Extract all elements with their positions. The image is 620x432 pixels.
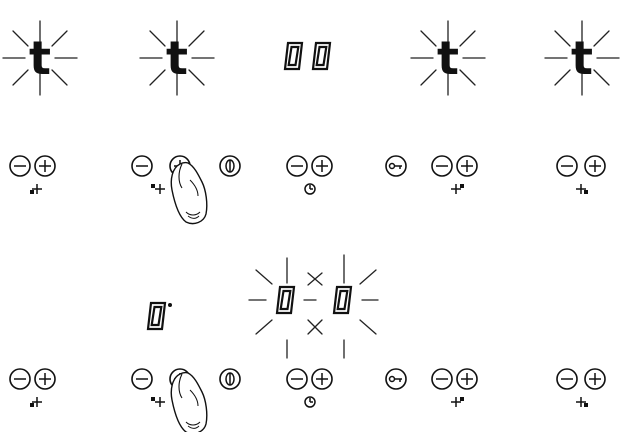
zone-4-minus-button[interactable] (557, 156, 577, 176)
zone-rear-left-icon (30, 397, 42, 407)
zone-3-plus-button[interactable] (457, 156, 477, 176)
zone-4-display: t (545, 21, 619, 95)
zone-3-t-letter: t (437, 31, 459, 85)
zone-1-minus-button[interactable] (10, 369, 30, 389)
zone-front-left-icon (151, 397, 165, 407)
timer-plus-button[interactable] (312, 369, 332, 389)
zone-1-plus-button[interactable] (35, 369, 55, 389)
flash-rays-center (308, 273, 322, 334)
timer-display-00 (285, 43, 330, 69)
zone-1-display: t (3, 21, 77, 95)
lock-key-button[interactable] (386, 156, 406, 176)
timer-minus-button[interactable] (287, 156, 307, 176)
zone-rear-right-icon (451, 184, 464, 194)
zone-4-minus-button[interactable] (557, 369, 577, 389)
zone-4-t-letter: t (571, 31, 593, 85)
zone-2-level-display (148, 303, 172, 329)
row1-controls (10, 156, 605, 224)
flashing-timer-digit-tens (277, 287, 294, 313)
hand-pressing-plus (171, 163, 207, 224)
zone-rear-left-icon (30, 184, 42, 194)
power-button[interactable] (220, 369, 240, 389)
zone-front-right-icon (576, 184, 588, 194)
zone-2-display: t (140, 21, 214, 95)
flashing-timer-digit-units (334, 287, 351, 313)
zone-4-plus-button[interactable] (585, 369, 605, 389)
timer-minus-button[interactable] (287, 369, 307, 389)
zone-4-plus-button[interactable] (585, 156, 605, 176)
zone-1-minus-button[interactable] (10, 156, 30, 176)
timer-clock-icon (305, 184, 315, 194)
zone-3-plus-button[interactable] (457, 369, 477, 389)
zone-2-level-dot (168, 303, 172, 307)
timer-clock-icon (305, 397, 315, 407)
zone-2-t-letter: t (166, 31, 188, 85)
timer-plus-button[interactable] (312, 156, 332, 176)
zone-2-level-digit (148, 303, 165, 329)
zone-rear-right-icon (451, 397, 464, 407)
zone-1-t-letter: t (29, 31, 51, 85)
zone-front-left-icon (151, 184, 165, 194)
zone-2-minus-button[interactable] (132, 156, 152, 176)
zone-1-plus-button[interactable] (35, 156, 55, 176)
zone-2-minus-button[interactable] (132, 369, 152, 389)
lock-key-button[interactable] (386, 369, 406, 389)
zone-3-minus-button[interactable] (432, 156, 452, 176)
timer-digit-tens (285, 43, 302, 69)
timer-flashing-display (249, 255, 378, 358)
hand-pressing-plus (171, 373, 207, 432)
zone-3-minus-button[interactable] (432, 369, 452, 389)
row1-displays: t t t t (3, 21, 619, 95)
row2-controls (10, 369, 605, 432)
timer-digit-units (313, 43, 330, 69)
power-button[interactable] (220, 156, 240, 176)
zone-front-right-icon (576, 397, 588, 407)
zone-3-display: t (411, 21, 485, 95)
row2-displays (148, 255, 378, 358)
